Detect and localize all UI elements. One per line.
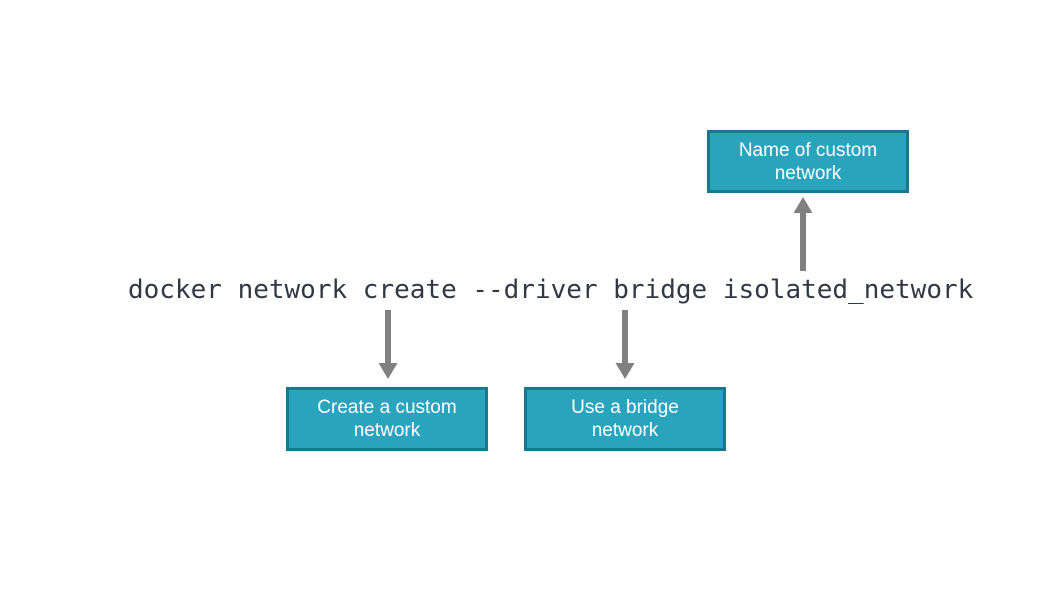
annotation-box-name-of-custom-network: Name of custom network: [707, 130, 909, 193]
arrow-down-to-bridge-box: [615, 310, 635, 379]
annotation-line-1: Create a custom: [317, 397, 457, 418]
annotation-line-2: network: [353, 420, 421, 441]
arrow-down-to-create-box: [378, 310, 398, 379]
annotation-box-use-bridge-network: Use a bridge network: [524, 387, 726, 451]
arrow-up-to-name-box: [793, 197, 813, 271]
annotation-line-2: network: [591, 420, 659, 441]
annotation-line-2: network: [774, 162, 842, 184]
annotation-line-1: Use a bridge: [571, 397, 679, 418]
command-line-text: docker network create --driver bridge is…: [128, 275, 974, 305]
annotation-line-1: Name of custom: [738, 139, 878, 161]
annotation-box-create-custom-network: Create a custom network: [286, 387, 488, 451]
